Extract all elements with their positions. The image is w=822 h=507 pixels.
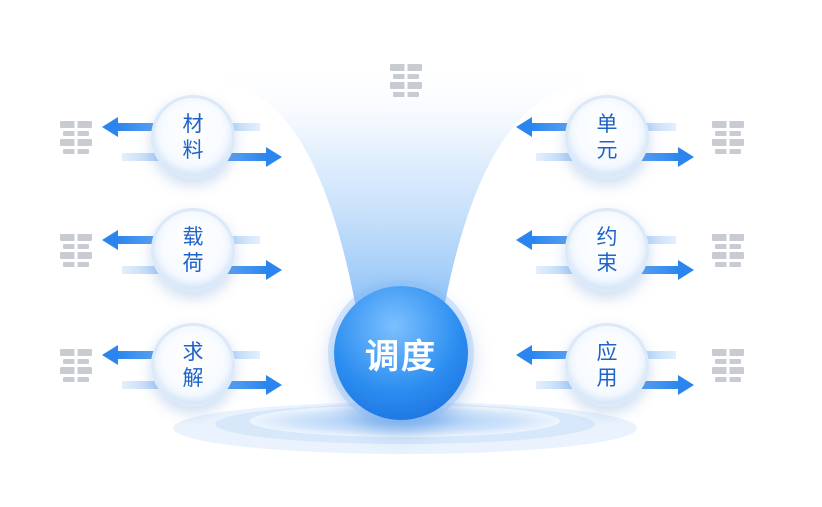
module-chip-icon: [712, 121, 744, 154]
node-right-1: 单元: [565, 95, 649, 179]
node-left-3: 求解: [151, 323, 235, 407]
node-label: 单元: [596, 112, 618, 162]
center-node: 调度: [334, 286, 468, 420]
node-label: 载荷: [182, 225, 204, 275]
node-right-3: 应用: [565, 323, 649, 407]
node-label: 求解: [182, 340, 204, 390]
node-left-2: 载荷: [151, 208, 235, 292]
module-chip-icon: [60, 121, 92, 154]
module-chip-icon: [60, 349, 92, 382]
chips-layer: [60, 64, 744, 382]
light-funnel: [225, 60, 585, 330]
node-label: 约束: [596, 225, 618, 275]
dash-lines: [308, 118, 500, 392]
module-chip-icon: [712, 234, 744, 267]
module-chip-icon: [712, 349, 744, 382]
node-label: 材料: [182, 112, 204, 162]
node-label: 应用: [596, 340, 618, 390]
module-chip-icon: [60, 234, 92, 267]
node-left-1: 材料: [151, 95, 235, 179]
center-label: 调度: [365, 336, 437, 377]
node-right-2: 约束: [565, 208, 649, 292]
base-disk-inner: [250, 405, 560, 437]
module-chip-icon: [390, 64, 422, 97]
